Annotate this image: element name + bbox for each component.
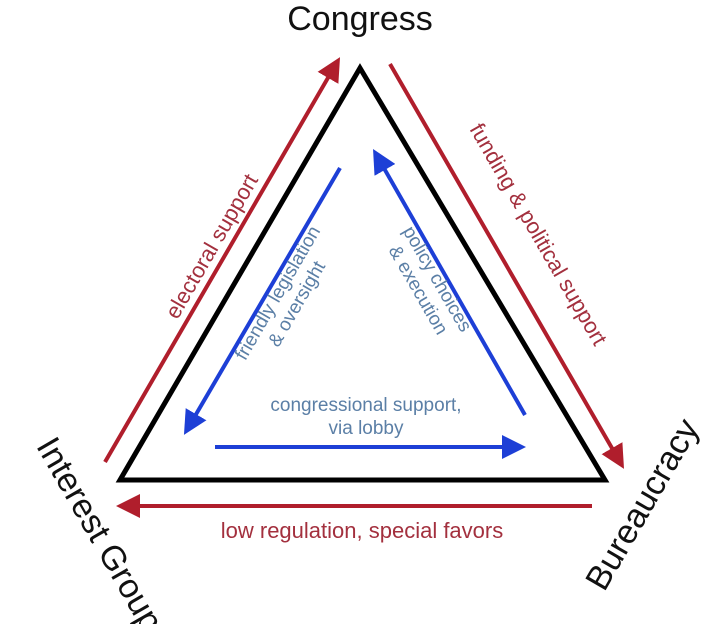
node-congress: Congress <box>287 0 433 38</box>
arrow-friendly-legislation <box>183 166 342 435</box>
label-congressional-support-line2: via lobby <box>329 418 404 439</box>
node-bureaucracy: Bureaucracy <box>578 412 706 596</box>
label-electoral-support: electoral support <box>160 170 263 323</box>
label-congressional-support-line1: congressional support, <box>270 395 461 416</box>
arrow-funding-political-support <box>388 62 625 469</box>
arrow-electoral-support <box>103 57 341 464</box>
triangle <box>115 63 610 483</box>
label-low-regulation: low regulation, special favors <box>221 518 503 543</box>
node-interest-group: Interest Group <box>29 431 171 624</box>
arrow-policy-choices <box>373 149 527 416</box>
